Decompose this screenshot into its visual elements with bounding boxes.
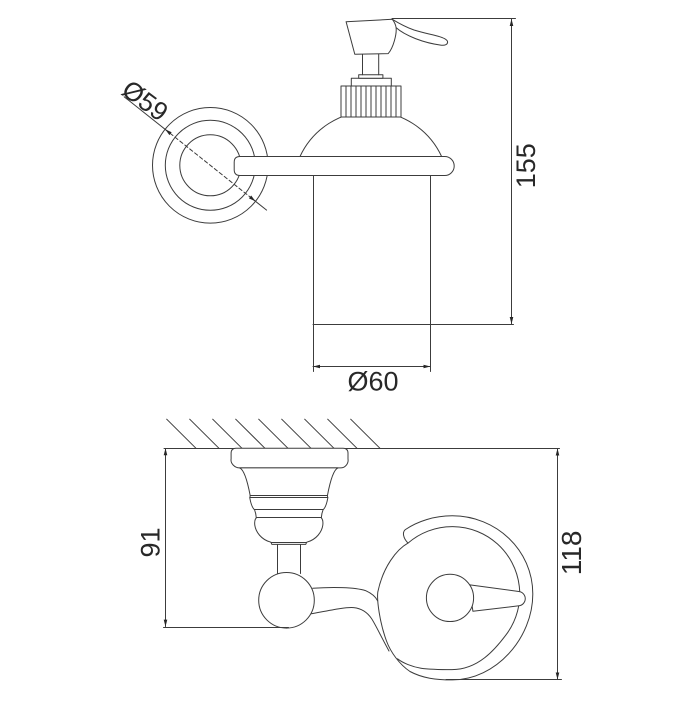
svg-text:Ø60: Ø60 [347, 366, 398, 396]
svg-text:118: 118 [556, 531, 587, 576]
svg-text:91: 91 [136, 527, 166, 557]
svg-text:155: 155 [511, 143, 541, 188]
